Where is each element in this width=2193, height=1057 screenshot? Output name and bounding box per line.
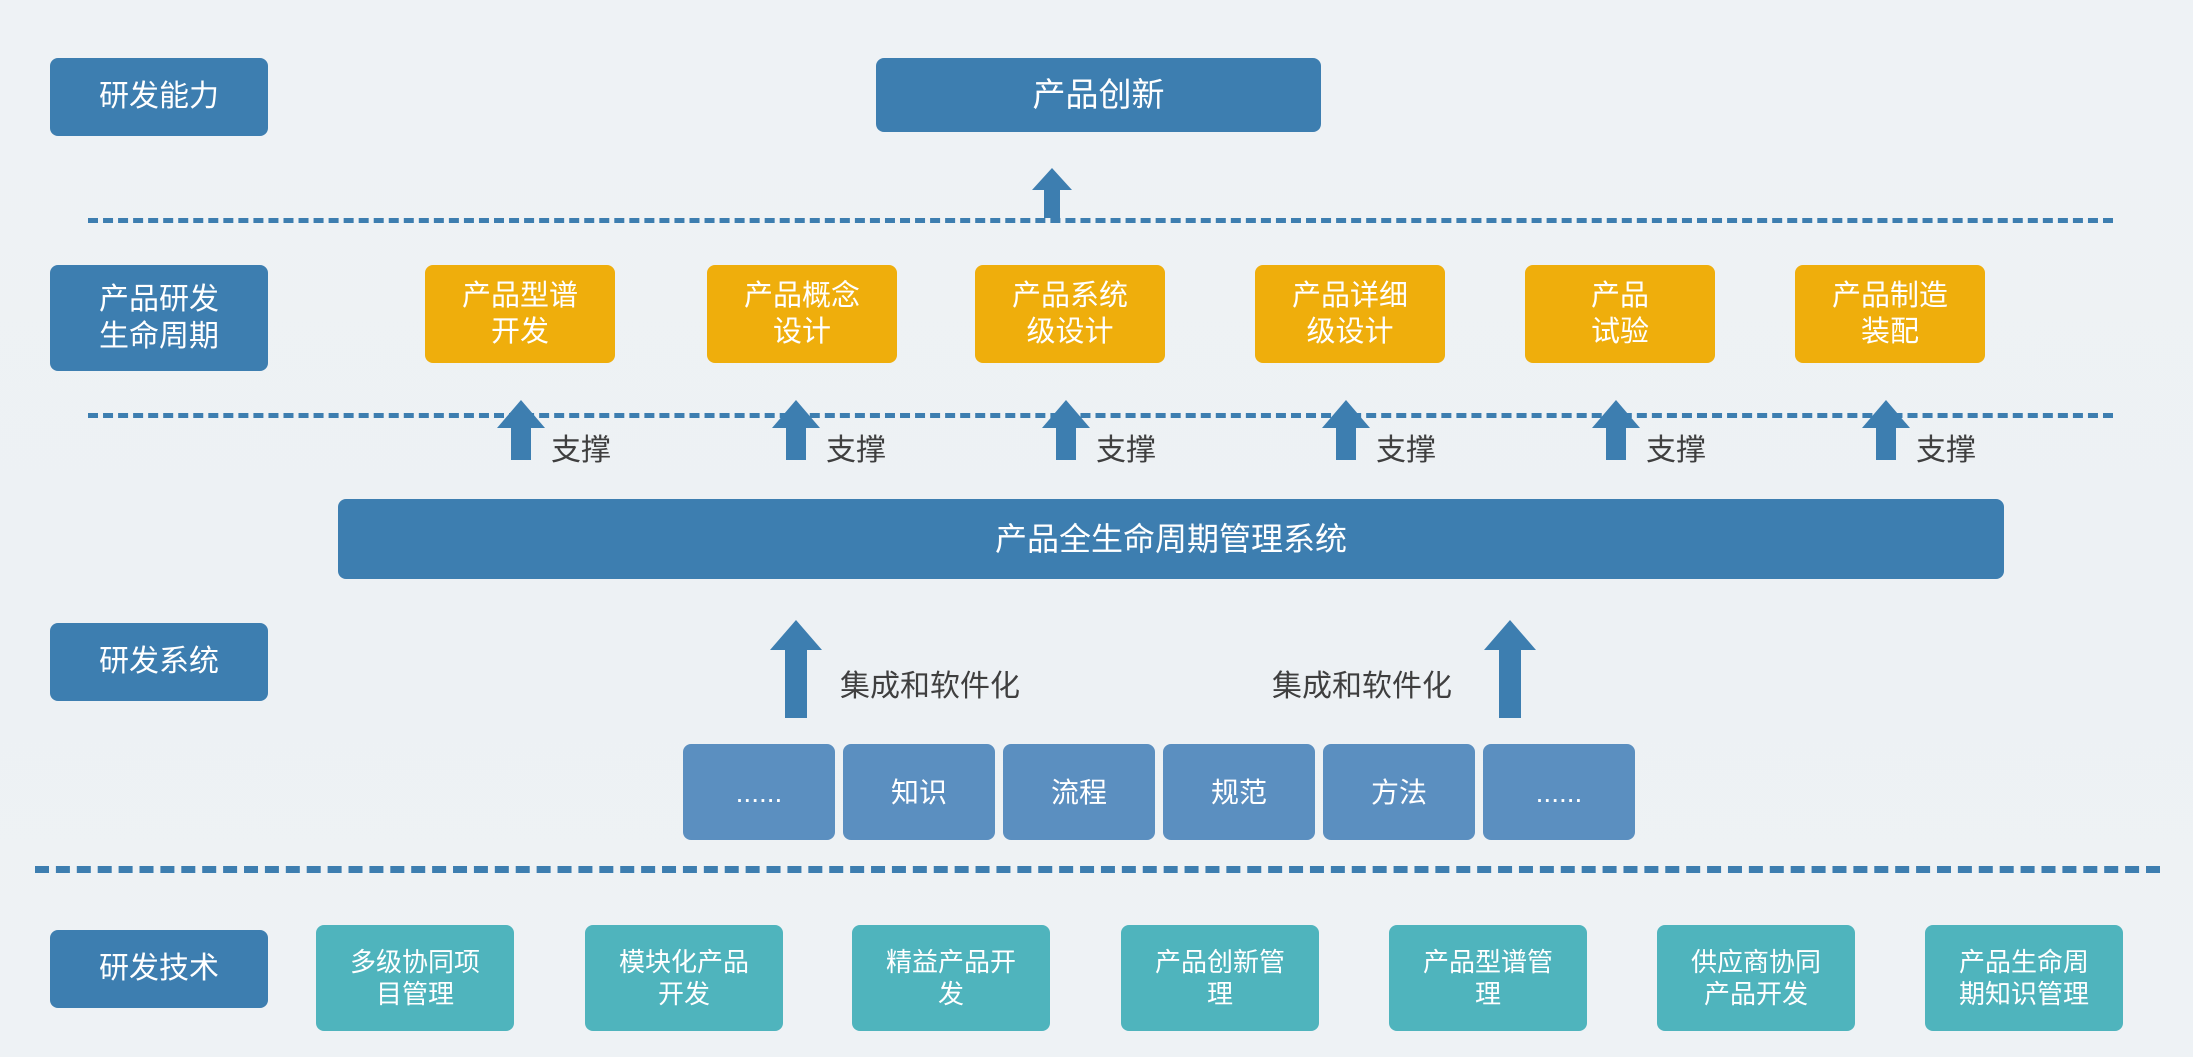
side-label-system: 研发系统 <box>50 623 268 701</box>
integration-arrow-left-icon <box>770 620 822 718</box>
divider-system-technology <box>35 866 2160 873</box>
top-box-product-innovation: 产品创新 <box>876 58 1321 132</box>
support-arrow-5-icon <box>1592 400 1640 460</box>
support-caption-4: 支撑 <box>1376 434 1436 467</box>
integration-caption-right: 集成和软件化 <box>1272 670 1452 703</box>
stage-box-6: 产品制造 装配 <box>1795 265 1985 363</box>
technology-box-7: 产品生命周 期知识管理 <box>1925 925 2123 1031</box>
technology-box-3: 精益产品开 发 <box>852 925 1050 1031</box>
integration-arrow-right-icon <box>1484 620 1536 718</box>
support-caption-1: 支撑 <box>551 434 611 467</box>
support-caption-2: 支撑 <box>826 434 886 467</box>
technology-box-2: 模块化产品 开发 <box>585 925 783 1031</box>
support-caption-6: 支撑 <box>1916 434 1976 467</box>
support-arrow-2-icon <box>772 400 820 460</box>
support-caption-5: 支撑 <box>1646 434 1706 467</box>
support-caption-3: 支撑 <box>1096 434 1156 467</box>
enabler-box-4: 规范 <box>1163 744 1315 840</box>
technology-box-6: 供应商协同 产品开发 <box>1657 925 1855 1031</box>
side-label-technology: 研发技术 <box>50 930 268 1008</box>
support-arrow-3-icon <box>1042 400 1090 460</box>
stage-box-3: 产品系统 级设计 <box>975 265 1165 363</box>
stage-box-1: 产品型谱 开发 <box>425 265 615 363</box>
side-label-lifecycle: 产品研发 生命周期 <box>50 265 268 371</box>
support-arrow-6-icon <box>1862 400 1910 460</box>
enabler-box-6: ...... <box>1483 744 1635 840</box>
side-label-capability: 研发能力 <box>50 58 268 136</box>
technology-box-4: 产品创新管 理 <box>1121 925 1319 1031</box>
divider-lifecycle-system <box>88 413 2113 418</box>
stage-box-2: 产品概念 设计 <box>707 265 897 363</box>
enabler-box-2: 知识 <box>843 744 995 840</box>
arrow-up-to-innovation-icon <box>1032 168 1072 218</box>
stage-box-5: 产品 试验 <box>1525 265 1715 363</box>
support-arrow-1-icon <box>497 400 545 460</box>
technology-box-1: 多级协同项 目管理 <box>316 925 514 1031</box>
stage-box-4: 产品详细 级设计 <box>1255 265 1445 363</box>
technology-box-5: 产品型谱管 理 <box>1389 925 1587 1031</box>
enabler-box-3: 流程 <box>1003 744 1155 840</box>
plm-system-bar: 产品全生命周期管理系统 <box>338 499 2004 579</box>
integration-caption-left: 集成和软件化 <box>840 670 1020 703</box>
enabler-box-1: ...... <box>683 744 835 840</box>
divider-capability-lifecycle <box>88 218 2113 223</box>
enabler-box-5: 方法 <box>1323 744 1475 840</box>
support-arrow-4-icon <box>1322 400 1370 460</box>
